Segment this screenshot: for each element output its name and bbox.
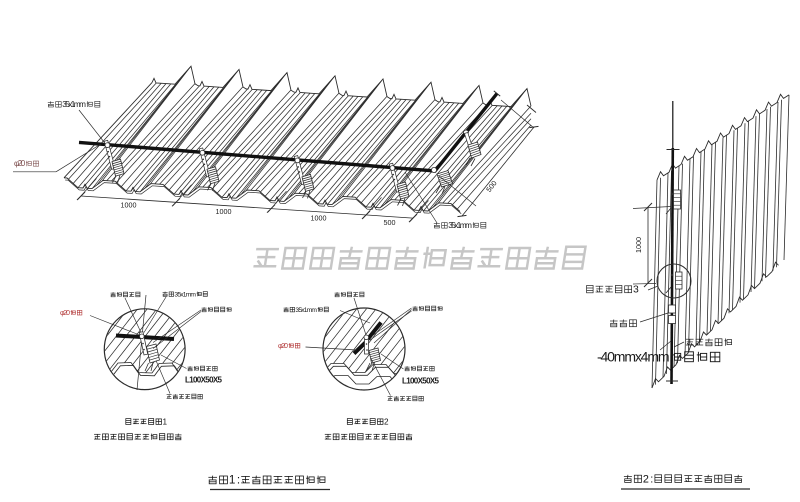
svg-text:φ20: φ20 [14, 159, 26, 168]
svg-text:35x1mm: 35x1mm [62, 100, 86, 109]
svg-text:φ20: φ20 [278, 343, 288, 350]
svg-text:1000: 1000 [634, 237, 643, 253]
svg-text:L100X50X5: L100X50X5 [185, 376, 223, 385]
svg-text:L100X50X5: L100X50X5 [402, 377, 440, 386]
svg-text:35x1mm: 35x1mm [295, 307, 317, 314]
svg-text:2: 2 [384, 417, 389, 426]
svg-text:1000: 1000 [121, 201, 137, 210]
svg-text:1000: 1000 [216, 207, 232, 216]
svg-text:35x1mm: 35x1mm [448, 221, 472, 230]
svg-text:1:: 1: [229, 474, 240, 487]
svg-text:-40mmx4mm: -40mmx4mm [597, 349, 670, 365]
svg-text:500: 500 [384, 218, 396, 227]
svg-text:φ20: φ20 [60, 310, 70, 317]
svg-text:2:: 2: [643, 473, 653, 485]
svg-text:3: 3 [633, 285, 639, 296]
svg-text:1: 1 [163, 417, 168, 426]
svg-text:35x1mm: 35x1mm [174, 291, 196, 298]
svg-text:1000: 1000 [311, 213, 327, 222]
